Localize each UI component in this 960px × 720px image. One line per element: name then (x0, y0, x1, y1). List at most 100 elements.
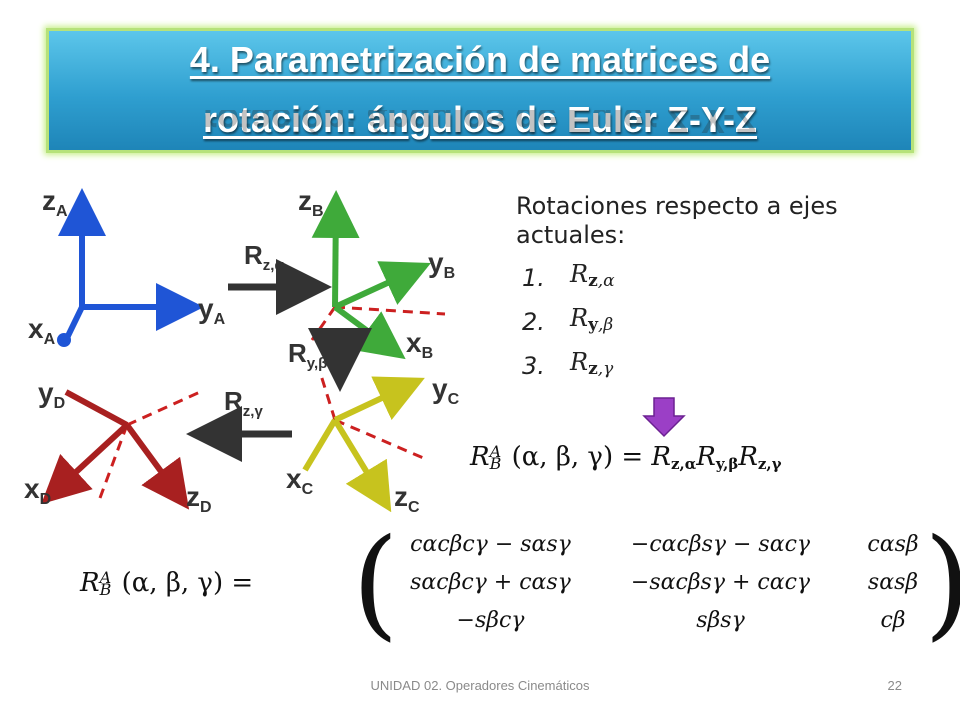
frame-d-x-axis (41, 422, 130, 505)
matrix-right-paren: ) (924, 524, 960, 644)
svg-text:zC: zC (394, 481, 420, 516)
svg-text:zB: zB (298, 185, 324, 220)
title-line-2: rotación: ángulos de Euler Z-Y-Z (202, 99, 758, 140)
svg-text:zD: zD (186, 481, 212, 516)
frame-a-y-label: y (198, 293, 214, 324)
rotation-step-2: 2. Ry,β (516, 300, 936, 344)
rotation-matrix: ( cαcβcγ − sαsγ −cαcβsγ − sαcγ cαsβ sαcβ… (352, 524, 960, 648)
step-angle: ,β (597, 315, 614, 335)
frame-c: yC xC zC (286, 371, 460, 516)
frame-d: yD xD zD (24, 377, 212, 516)
euler-rotation-diagram: zA yA xA Rz,α zB yB xB Ry,β yC xC zC Rz,… (24, 185, 460, 516)
svg-text:yD: yD (38, 377, 65, 412)
formula1-term-3: Rz,γ (738, 442, 782, 473)
frame-b-dash-2 (334, 305, 446, 316)
frame-d-dash-1 (126, 390, 201, 427)
frame-c-y-label: y (432, 373, 448, 404)
frame-c-y-sub: C (448, 391, 460, 408)
svg-text:Rz,γ: Rz,γ (224, 386, 263, 420)
frame-c-x-axis (302, 418, 338, 472)
frame-d-x-label: x (24, 473, 40, 504)
svg-text:xD: xD (24, 473, 51, 508)
rotation-steps: 1. Rz,α 2. Ry,β 3. Rz,γ (516, 256, 936, 388)
frame-c-x-label: x (286, 463, 302, 494)
frame-a: zA yA xA (28, 185, 226, 348)
matrix-cell: sαcβcγ + cαsγ (410, 570, 571, 595)
frame-b-z-label: z (298, 185, 312, 216)
page-number: 22 (887, 678, 902, 693)
frame-c-x-sub: C (302, 481, 314, 498)
title-banner (46, 28, 914, 153)
matrix-cell: −sαcβsγ + cαcγ (630, 570, 811, 595)
step-axis: z (588, 359, 598, 379)
matrix-row-2: sαcβcγ + cαsγ −sαcβsγ + cαcγ sαsβ (388, 570, 948, 608)
matrix-cell: −sβcγ (456, 608, 525, 633)
svg-text:xB: xB (406, 327, 433, 362)
svg-text:zA: zA (42, 185, 68, 220)
frame-b: zB yB xB (298, 185, 455, 362)
step-r: R (570, 304, 589, 332)
frame-a-x-sub: A (44, 331, 56, 348)
formula2-args: (α, β, γ) = (121, 568, 254, 598)
step-number: 3. (522, 351, 545, 380)
formula1-lhs: R (470, 442, 490, 472)
frame-d-y-label: y (38, 377, 54, 408)
rotation-3-sub: z,γ (243, 403, 264, 420)
frame-d-z-axis (124, 423, 190, 510)
matrix-row-1: cαcβcγ − sαsγ −cαcβsγ − sαcγ cαsβ (388, 532, 948, 570)
rotation-3: Rz,γ (186, 386, 292, 462)
slide-title: 4. Parametrización de matrices de rotaci… (46, 30, 914, 150)
frame-a-x-axis (63, 305, 85, 342)
rotation-2: Ry,β (288, 328, 372, 392)
frame-a-origin (57, 333, 71, 347)
frame-b-x-label: x (406, 327, 422, 358)
formula1-sup: A (489, 442, 502, 461)
frame-c-y-axis (333, 376, 425, 423)
rotation-list-heading: Rotaciones respecto a ejes actuales: (516, 192, 838, 249)
title-reflection-line: rotación: ángulos de Euler Z-Y-Z (202, 110, 758, 141)
frame-d-y-sub: D (54, 395, 66, 412)
frame-d-z-label: z (186, 481, 200, 512)
formula2-sup: A (99, 568, 112, 587)
step-number: 2. (522, 307, 545, 336)
footer-unit: UNIDAD 02. Operadores Cinemáticos (370, 678, 590, 693)
step-angle: ,γ (597, 359, 614, 379)
frame-b-y-axis (333, 261, 431, 310)
matrix-row-3: −sβcγ sβsγ cβ (388, 608, 948, 646)
step-axis: z (588, 271, 598, 291)
frame-a-z-label: z (42, 185, 56, 216)
step-formula: Rz,α (570, 260, 615, 296)
frame-d-x-sub: D (40, 491, 52, 508)
matrix-cell: cβ (880, 608, 906, 633)
svg-text:yA: yA (198, 293, 226, 328)
frame-c-z-sub: C (408, 499, 420, 516)
matrix-cell: cαcβcγ − sαsγ (410, 532, 571, 557)
frame-b-x-sub: B (422, 345, 434, 362)
step-formula: Ry,β (570, 304, 613, 340)
frame-b-z-sub: B (312, 203, 324, 220)
formula2-sub: B (99, 580, 112, 599)
rotation-3-r: R (224, 386, 243, 416)
matrix-cell: sαsβ (867, 570, 919, 595)
rotation-2-sub: y,β (307, 355, 328, 372)
frame-a-y-sub: A (214, 311, 226, 328)
rotation-1: Rz,α (228, 240, 332, 315)
svg-text:Rz,α: Rz,α (244, 240, 284, 274)
frame-b-z-axis (311, 190, 360, 308)
frame-d-z-sub: D (200, 499, 212, 516)
rotation-2-r: R (288, 338, 307, 368)
frame-c-z-label: z (394, 481, 408, 512)
title-line-1: 4. Parametrización de matrices de (189, 39, 771, 80)
rotation-1-r: R (244, 240, 263, 270)
frame-a-z-sub: A (56, 203, 68, 220)
frame-b-y-sub: B (444, 265, 456, 282)
svg-text:xC: xC (286, 463, 314, 498)
frame-b-y-label: y (428, 247, 444, 278)
rotation-step-1: 1. Rz,α (516, 256, 936, 300)
matrix-cell: −cαcβsγ − sαcγ (630, 532, 811, 557)
formula1-term-1: Rz,α (651, 442, 697, 473)
